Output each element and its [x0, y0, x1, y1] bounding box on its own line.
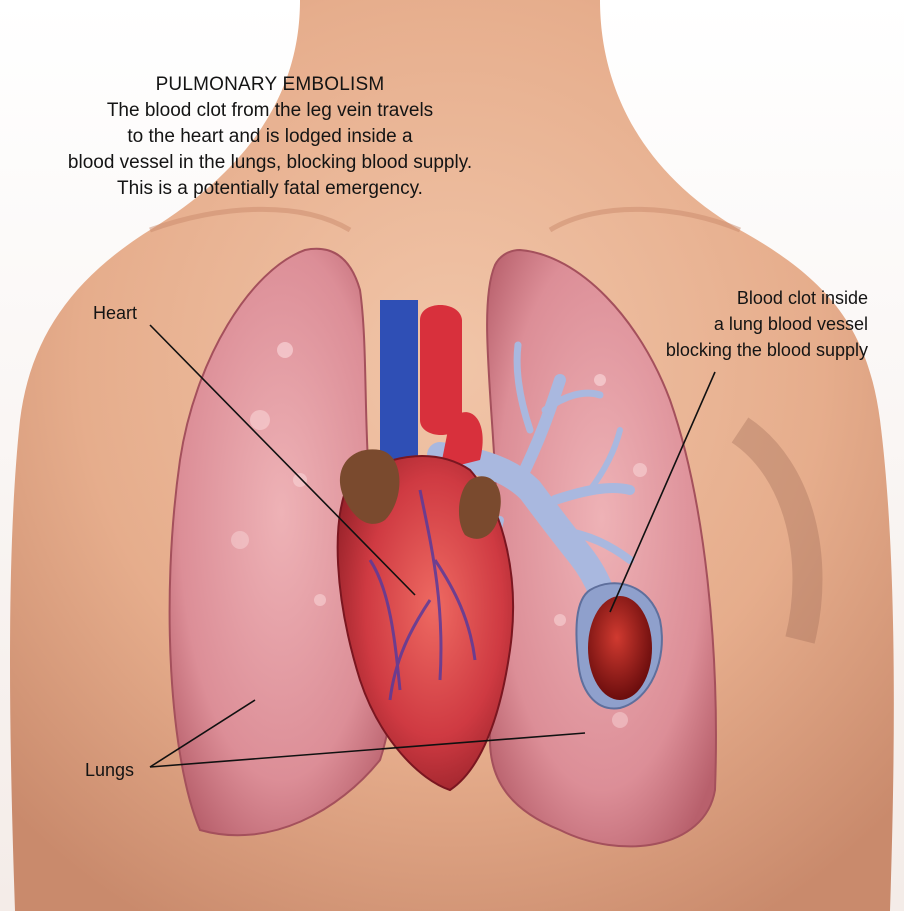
- title-block: PULMONARY EMBOLISM The blood clot from t…: [0, 72, 540, 202]
- caption-line: to the heart and is lodged inside a: [0, 124, 540, 150]
- blood-clot-label: Blood clot inside a lung blood vessel bl…: [666, 285, 868, 363]
- blood-clot-label-line: blocking the blood supply: [666, 337, 868, 363]
- heart-label: Heart: [93, 303, 137, 324]
- lungs-label: Lungs: [85, 760, 134, 781]
- caption-line: blood vessel in the lungs, blocking bloo…: [0, 150, 540, 176]
- caption-line: The blood clot from the leg vein travels: [0, 98, 540, 124]
- blood-clot-label-line: Blood clot inside: [666, 285, 868, 311]
- caption-line: This is a potentially fatal emergency.: [0, 176, 540, 202]
- blood-clot-label-line: a lung blood vessel: [666, 311, 868, 337]
- diagram-title: PULMONARY EMBOLISM: [0, 72, 540, 98]
